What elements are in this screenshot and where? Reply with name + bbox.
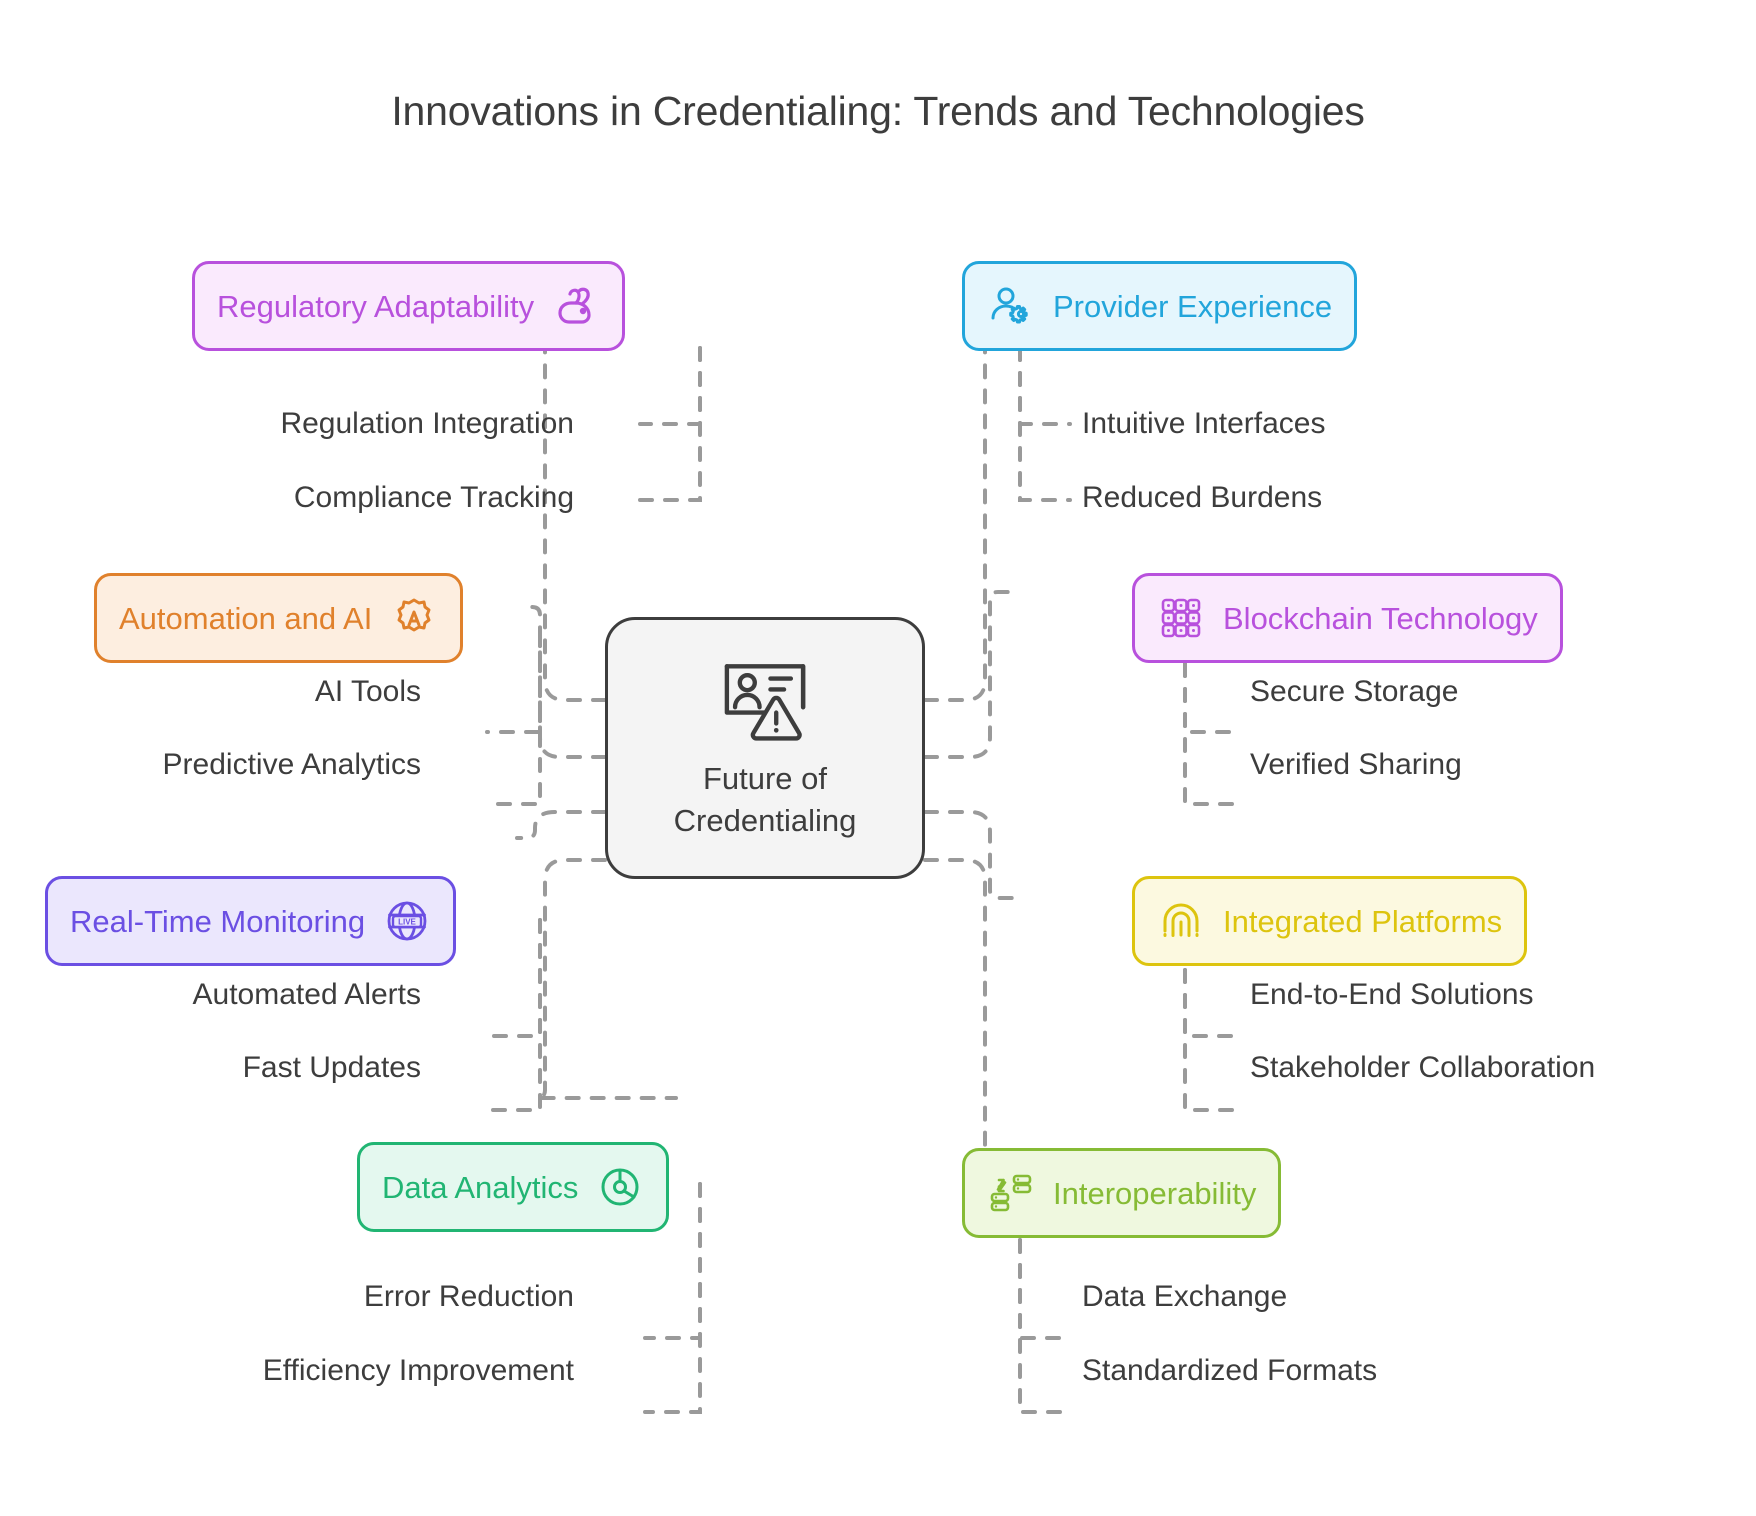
edge-monitoring-1 <box>485 918 542 1038</box>
branch-label: Automation and AI <box>119 600 373 636</box>
user-gear-icon <box>987 282 1035 330</box>
svg-text:LIVE: LIVE <box>398 917 416 926</box>
leaf-verified-sharing: Verified Sharing <box>1250 748 1462 781</box>
leaf-secure-storage: Secure Storage <box>1250 675 1459 708</box>
leaf-intuitive-interfaces: Intuitive Interfaces <box>1082 407 1326 440</box>
id-card-warning-icon <box>716 655 814 748</box>
edge-provider-1 <box>1018 346 1072 426</box>
leaf-fast-updates: Fast Updates <box>242 1051 421 1084</box>
center-label-line2: Credentialing <box>673 802 857 838</box>
page-title: Innovations in Credentialing: Trends and… <box>391 88 1365 134</box>
rabbit-icon <box>552 282 600 330</box>
branch-label: Integrated Platforms <box>1223 903 1503 939</box>
ai-gear-icon <box>390 594 438 642</box>
edge-center-dataanalytics <box>536 858 678 1100</box>
center-label: Future of Credentialing <box>674 758 857 841</box>
leaf-compliance-tracking: Compliance Tracking <box>293 481 574 514</box>
branch-label: Provider Experience <box>1053 288 1333 324</box>
block-grid-icon <box>1157 594 1205 642</box>
branch-label: Interoperability <box>1053 1175 1257 1211</box>
edge-automation-1 <box>485 632 542 734</box>
edge-automation-2 <box>485 632 542 806</box>
leaf-end-to-end-solutions: End-to-End Solutions <box>1250 978 1534 1011</box>
branch-data-analytics[interactable]: Data Analytics <box>357 1142 670 1232</box>
branch-regulatory-adaptability[interactable]: Regulatory Adaptability <box>192 261 626 351</box>
leaf-ai-tools: AI Tools <box>314 675 421 708</box>
branch-real-time-monitoring[interactable]: Real-Time Monitoring LIVE <box>45 876 457 966</box>
leaf-efficiency-improvement: Efficiency Improvement <box>262 1354 574 1387</box>
branch-label: Regulatory Adaptability <box>217 288 535 324</box>
leaf-automated-alerts: Automated Alerts <box>192 978 421 1011</box>
pie-chart-icon <box>596 1163 644 1211</box>
edge-monitoring-2 <box>485 918 542 1112</box>
leaf-regulation-integration: Regulation Integration <box>280 407 574 440</box>
branch-interoperability[interactable]: Interoperability <box>962 1148 1282 1238</box>
branch-integrated-platforms[interactable]: Integrated Platforms <box>1132 876 1528 966</box>
edge-center-monitoring <box>515 810 607 840</box>
leaf-reduced-burdens: Reduced Burdens <box>1082 481 1323 514</box>
edge-center-blockchain <box>923 590 1014 759</box>
edge-center-interoperability <box>923 858 1018 1170</box>
branch-label: Real-Time Monitoring <box>70 903 366 939</box>
leaf-standardized-formats: Standardized Formats <box>1082 1354 1378 1387</box>
branch-automation-and-ai[interactable]: Automation and AI <box>94 573 464 663</box>
center-node[interactable]: Future of Credentialing <box>605 617 925 879</box>
edge-provider-2 <box>1018 346 1072 502</box>
edge-center-integrated <box>923 810 1014 900</box>
leaf-data-exchange: Data Exchange <box>1082 1280 1288 1313</box>
edge-regulatory-1 <box>638 346 702 426</box>
leaf-stakeholder-collaboration: Stakeholder Collaboration <box>1250 1051 1596 1084</box>
leaf-predictive-analytics: Predictive Analytics <box>162 748 421 781</box>
fingerprint-icon <box>1157 897 1205 945</box>
branch-label: Blockchain Technology <box>1223 600 1538 636</box>
edge-center-provider <box>923 320 1052 702</box>
edge-center-automation <box>518 605 607 759</box>
center-label-line1: Future of <box>702 760 828 796</box>
live-globe-icon: LIVE <box>383 897 431 945</box>
database-exchange-icon <box>987 1169 1035 1217</box>
branch-provider-experience[interactable]: Provider Experience <box>962 261 1358 351</box>
branch-label: Data Analytics <box>382 1169 579 1205</box>
edge-regulatory-2 <box>638 346 702 502</box>
leaf-error-reduction: Error Reduction <box>363 1280 574 1313</box>
branch-blockchain-technology[interactable]: Blockchain Technology <box>1132 573 1563 663</box>
